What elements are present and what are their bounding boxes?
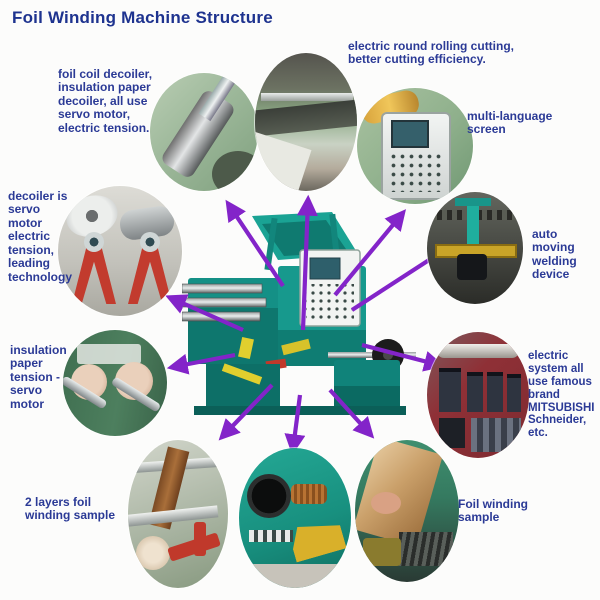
breaker-shape [439, 418, 465, 448]
photo-electric-cabinet [427, 332, 529, 458]
label-decoiler-servo-motor: decoiler is servo motor electric tension… [8, 189, 73, 284]
label-two-layers-sample: 2 layers foil winding sample [25, 495, 116, 523]
photo-servo-motor [150, 73, 258, 191]
button-grid-shape [389, 152, 443, 192]
label-foil-winding-sample: Foil winding sample [458, 497, 528, 525]
yellow-clamp-shape [287, 515, 346, 562]
photo-decoiler-stands [58, 186, 182, 316]
shadow-shape [212, 151, 258, 191]
photo-two-layer-sample [128, 440, 228, 588]
photo-control-panel [357, 88, 473, 204]
drive-unit-shape [507, 374, 521, 412]
paper-roll-shape [136, 536, 170, 570]
screen-shape [393, 122, 427, 146]
wiring-duct-shape [471, 418, 521, 452]
welding-arm-shape [467, 200, 479, 258]
label-electric-system: electric system all use famous brand MIT… [528, 350, 595, 440]
foil-wedge-shape [255, 130, 312, 191]
guide-plate-shape [77, 344, 141, 364]
welding-head-shape [457, 254, 487, 280]
hand-shape [371, 492, 401, 514]
cutter-bar-shape [261, 93, 353, 101]
yellow-bar-shape [435, 244, 517, 258]
photo-foil-sample [355, 440, 459, 582]
fin-slots-shape [399, 532, 453, 566]
base-block-shape [363, 538, 401, 566]
page-title: Foil Winding Machine Structure [12, 8, 273, 27]
photo-rolling-cutting [255, 53, 357, 191]
label-auto-welding-device: auto moving welding device [532, 227, 577, 282]
floor-shape [239, 564, 351, 588]
cutting-slot-shape [255, 98, 357, 138]
label-rolling-cutting: electric round rolling cutting, better c… [348, 39, 515, 67]
drive-unit-shape [487, 372, 503, 412]
photo-winding-head [239, 448, 351, 588]
photo-insulation-rolls [63, 330, 167, 436]
arm-top-shape [455, 198, 491, 206]
label-foil-coil-decoiler: foil coil decoiler, insulation paper dec… [58, 67, 153, 135]
red-lever-shape [194, 522, 206, 556]
label-multi-language-screen: multi-language screen [467, 109, 553, 137]
copper-coil-shape [291, 484, 327, 504]
photo-welding-device [427, 192, 523, 304]
button-strip-shape [249, 530, 293, 542]
drive-unit-shape [439, 368, 461, 412]
duct-shape [437, 344, 519, 358]
drive-unit-shape [467, 372, 483, 412]
center-machine-illustration [182, 212, 416, 415]
black-disc-shape [247, 474, 291, 518]
hub-shape [84, 232, 104, 252]
hub-shape [140, 232, 160, 252]
label-insulation-paper-tension: insulation paper tension - servo motor [10, 343, 67, 411]
